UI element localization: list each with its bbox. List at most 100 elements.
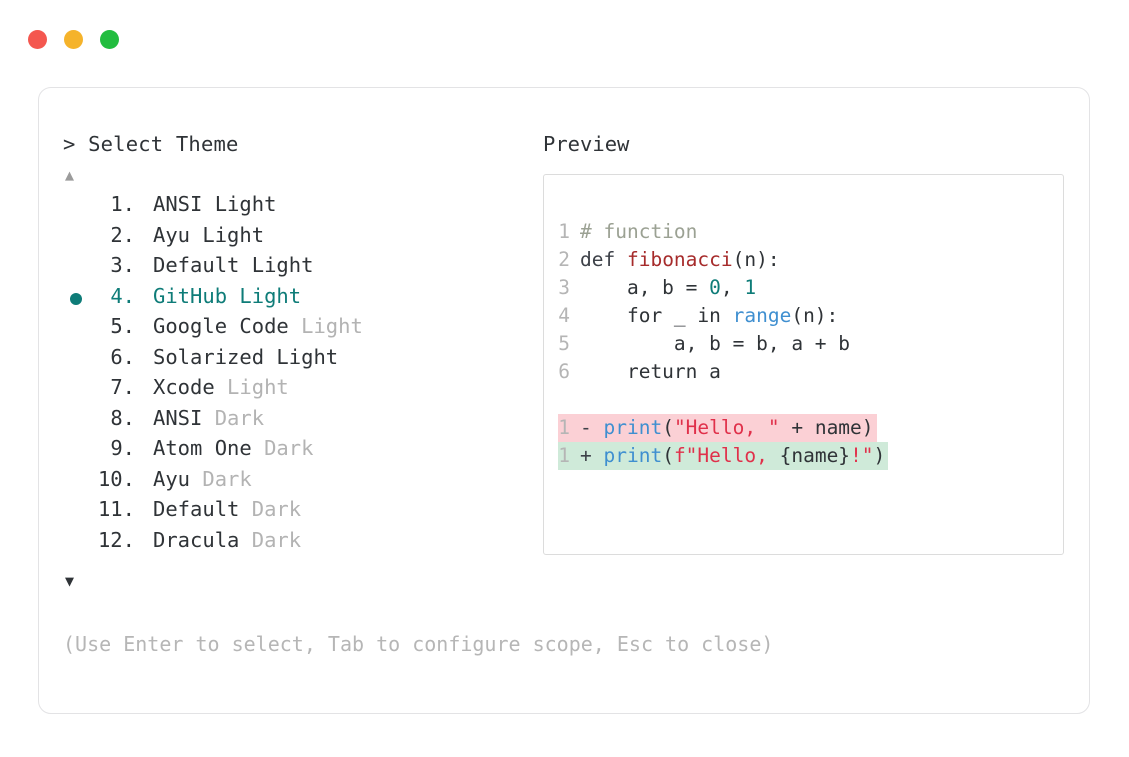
close-dot[interactable]: [28, 30, 47, 49]
theme-list-item[interactable]: 3. Default Light: [63, 253, 533, 284]
theme-list-item[interactable]: 12. Dracula Dark: [63, 528, 533, 559]
selection-bullet-cell: [63, 476, 89, 488]
line-number: 6: [558, 360, 570, 383]
theme-item-label: Xcode: [153, 375, 215, 399]
theme-item-label: ANSI: [153, 405, 203, 430]
theme-item-variant-tag: Dark: [202, 405, 265, 430]
diff-line: 1+ print(f"Hello, {name}!"): [558, 442, 889, 470]
code-token-plain: ): [873, 444, 886, 467]
theme-list-item[interactable]: 6. Solarized Light: [63, 345, 533, 376]
theme-list-item[interactable]: 2. Ayu Light: [63, 223, 533, 254]
selection-bullet-cell: [63, 262, 89, 274]
maximize-dot[interactable]: [100, 30, 119, 49]
theme-item-index: 4.: [110, 283, 135, 308]
theme-list-item[interactable]: 11. Default Dark: [63, 497, 533, 528]
selection-bullet-cell: [63, 415, 89, 427]
line-number: 5: [558, 332, 570, 355]
selection-bullet-cell: [63, 292, 89, 305]
selection-bullet-cell: [63, 201, 89, 213]
code-token-func: fibonacci: [626, 248, 733, 271]
theme-list-item[interactable]: 8. ANSI Dark: [63, 406, 533, 437]
theme-item-label: Default Light: [153, 253, 314, 277]
theme-item-gap: [135, 314, 153, 338]
window-controls: [28, 30, 119, 49]
theme-item-gap: [135, 467, 153, 491]
page-title: > Select Theme: [63, 132, 239, 156]
theme-item-gap: [135, 528, 153, 552]
theme-item-gap: [135, 436, 153, 460]
line-number: 4: [558, 304, 570, 327]
code-token-string: f"Hello,: [673, 444, 780, 467]
theme-item-gap: [135, 375, 153, 399]
scroll-down-icon[interactable]: ▼: [65, 572, 75, 590]
theme-item-index: 2.: [110, 222, 135, 247]
theme-list-item[interactable]: 10. Ayu Dark: [63, 467, 533, 498]
code-token-builtin: print: [603, 416, 663, 439]
theme-item-variant-tag: Dark: [239, 527, 302, 552]
theme-item-gap: [135, 497, 153, 521]
theme-item-label: Ayu Light: [153, 222, 265, 247]
scroll-up-icon[interactable]: ▲: [65, 166, 75, 184]
theme-item-variant-tag: Light: [214, 375, 289, 399]
theme-item-variant-tag: Dark: [190, 466, 252, 491]
theme-item-index: 5.: [110, 314, 135, 338]
theme-item-gap: [135, 253, 153, 277]
theme-item-gap: [135, 284, 153, 308]
code-token-plain: return a: [580, 360, 721, 383]
line-number: 1: [558, 416, 570, 439]
theme-item-gap: [135, 223, 153, 247]
theme-item-gap: [135, 406, 153, 430]
diff-line: 1- print("Hello, " + name): [558, 414, 877, 442]
theme-item-label: Dracula: [153, 527, 240, 552]
theme-list-item[interactable]: 1. ANSI Light: [63, 192, 533, 223]
code-token-plain: a, b = b, a + b: [580, 332, 851, 355]
theme-item-variant-tag: Dark: [239, 497, 302, 521]
theme-item-label: Ayu: [153, 466, 191, 491]
selection-bullet-cell: [63, 384, 89, 396]
theme-item-gap: [135, 345, 153, 369]
code-token-builtin: print: [603, 444, 663, 467]
code-token-diffmark: +: [580, 444, 604, 467]
code-line: 5 a, b = b, a + b: [558, 330, 853, 358]
theme-list-item[interactable]: 4. GitHub Light: [63, 284, 533, 315]
code-token-plain: for _ in: [580, 304, 733, 327]
selection-bullet-cell: [63, 323, 89, 335]
theme-item-label: Google Code: [153, 314, 289, 338]
theme-item-label: Solarized Light: [153, 344, 339, 369]
theme-item-index: 11.: [97, 497, 135, 521]
code-line: 3 a, b = 0, 1: [558, 274, 759, 302]
theme-item-index: 9.: [110, 436, 135, 460]
theme-list-item[interactable]: 5. Google Code Light: [63, 314, 533, 345]
theme-item-index: 6.: [110, 344, 135, 369]
selection-bullet-cell: [63, 506, 89, 518]
code-token-keyword: def: [580, 248, 627, 271]
theme-item-variant-tag: Light: [288, 314, 363, 338]
selection-bullet-cell: [63, 232, 89, 244]
theme-list-item[interactable]: 7. Xcode Light: [63, 375, 533, 406]
code-token-string: "Hello, ": [673, 416, 780, 439]
preview-title: Preview: [543, 132, 630, 156]
code-token-plain: {name}: [779, 444, 851, 467]
code-token-plain: (: [662, 416, 674, 439]
minimize-dot[interactable]: [64, 30, 83, 49]
selected-bullet-icon: [70, 292, 82, 305]
theme-item-index: 7.: [110, 375, 135, 399]
code-token-num: 0: [709, 276, 721, 299]
line-number: 2: [558, 248, 570, 271]
theme-item-index: 3.: [110, 253, 135, 277]
code-token-plain: (n):: [791, 304, 839, 327]
code-line: 1# function: [558, 218, 700, 246]
line-number: 1: [558, 444, 570, 467]
theme-item-gap: [135, 192, 153, 216]
code-token-builtin: range: [732, 304, 792, 327]
theme-list-item[interactable]: 9. Atom One Dark: [63, 436, 533, 467]
theme-item-variant-tag: Dark: [251, 436, 314, 460]
code-token-plain: ,: [720, 276, 745, 299]
code-line: 6 return a: [558, 358, 724, 386]
line-number: 3: [558, 276, 570, 299]
